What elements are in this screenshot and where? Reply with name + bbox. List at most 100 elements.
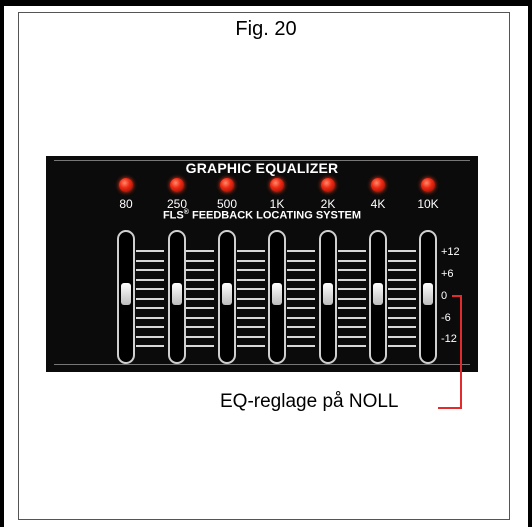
scale-label-plus6: +6 xyxy=(441,268,454,280)
tick-mark xyxy=(237,336,265,338)
slider-knob-80[interactable] xyxy=(121,283,131,305)
tick-mark xyxy=(186,326,214,328)
tick-mark xyxy=(186,345,214,347)
scale-label-plus12: +12 xyxy=(441,246,460,258)
tick-mark xyxy=(388,269,416,271)
tick-mark xyxy=(287,288,315,290)
tick-mark xyxy=(287,269,315,271)
tick-ladder xyxy=(388,250,416,350)
tick-mark xyxy=(237,260,265,262)
tick-mark xyxy=(338,326,366,328)
slider-knob-4k[interactable] xyxy=(373,283,383,305)
tick-mark xyxy=(136,317,164,319)
led-2k xyxy=(321,178,335,192)
equalizer-panel: GRAPHIC EQUALIZER 80 250 500 1K 2K 4K 10… xyxy=(46,156,478,372)
tick-mark xyxy=(388,326,416,328)
tick-mark xyxy=(186,288,214,290)
callout-text: EQ-reglage på NOLL xyxy=(220,391,399,413)
figure-title: Fig. 20 xyxy=(0,18,532,41)
tick-mark xyxy=(237,345,265,347)
tick-mark xyxy=(287,279,315,281)
tick-mark xyxy=(287,298,315,300)
tick-mark xyxy=(338,250,366,252)
tick-mark xyxy=(237,250,265,252)
tick-mark xyxy=(287,317,315,319)
tick-mark xyxy=(287,336,315,338)
tick-mark xyxy=(287,260,315,262)
scale-label-minus12: -12 xyxy=(441,333,457,345)
tick-mark xyxy=(237,326,265,328)
tick-mark xyxy=(136,298,164,300)
tick-mark xyxy=(338,269,366,271)
tick-mark xyxy=(388,336,416,338)
tick-mark xyxy=(186,307,214,309)
tick-ladder xyxy=(287,250,315,350)
slider-knob-2k[interactable] xyxy=(323,283,333,305)
tick-mark xyxy=(338,298,366,300)
tick-mark xyxy=(287,250,315,252)
tick-mark xyxy=(136,288,164,290)
tick-mark xyxy=(237,307,265,309)
tick-mark xyxy=(338,336,366,338)
led-250 xyxy=(170,178,184,192)
tick-mark xyxy=(136,307,164,309)
tick-mark xyxy=(237,288,265,290)
tick-mark xyxy=(338,260,366,262)
led-4k xyxy=(371,178,385,192)
fls-label: FLS® FEEDBACK LOCATING SYSTEM xyxy=(46,209,478,222)
fls-text: FEEDBACK LOCATING SYSTEM xyxy=(192,210,361,222)
tick-mark xyxy=(136,345,164,347)
tick-mark xyxy=(388,250,416,252)
tick-mark xyxy=(338,307,366,309)
slider-knob-500[interactable] xyxy=(222,283,232,305)
tick-mark xyxy=(136,279,164,281)
tick-mark xyxy=(287,345,315,347)
tick-mark xyxy=(388,298,416,300)
tick-mark xyxy=(186,279,214,281)
led-1k xyxy=(270,178,284,192)
tick-mark xyxy=(136,326,164,328)
tick-mark xyxy=(186,250,214,252)
tick-mark xyxy=(136,336,164,338)
tick-mark xyxy=(136,250,164,252)
tick-ladder xyxy=(136,250,164,350)
equalizer-title: GRAPHIC EQUALIZER xyxy=(46,160,478,176)
tick-mark xyxy=(338,288,366,290)
fls-prefix: FLS xyxy=(163,210,184,222)
registered-mark: ® xyxy=(184,209,189,216)
scale-label-zero: 0 xyxy=(441,290,447,302)
tick-mark xyxy=(186,269,214,271)
tick-mark xyxy=(186,260,214,262)
tick-mark xyxy=(237,317,265,319)
tick-ladder xyxy=(237,250,265,350)
tick-ladder xyxy=(338,250,366,350)
tick-mark xyxy=(388,279,416,281)
tick-mark xyxy=(136,269,164,271)
tick-mark xyxy=(186,317,214,319)
led-500 xyxy=(220,178,234,192)
led-80 xyxy=(119,178,133,192)
tick-mark xyxy=(338,279,366,281)
slider-knob-1k[interactable] xyxy=(272,283,282,305)
tick-mark xyxy=(388,260,416,262)
slider-knob-250[interactable] xyxy=(172,283,182,305)
tick-ladder xyxy=(186,250,214,350)
slider-knob-10k[interactable] xyxy=(423,283,433,305)
tick-mark xyxy=(186,336,214,338)
callout-line-vertical xyxy=(460,295,462,409)
tick-mark xyxy=(388,288,416,290)
scale-label-minus6: -6 xyxy=(441,312,451,324)
tick-mark xyxy=(338,345,366,347)
tick-mark xyxy=(186,298,214,300)
tick-mark xyxy=(237,269,265,271)
tick-mark xyxy=(136,260,164,262)
tick-mark xyxy=(287,326,315,328)
tick-mark xyxy=(237,279,265,281)
tick-mark xyxy=(237,298,265,300)
tick-mark xyxy=(388,317,416,319)
panel-bottom-line xyxy=(54,364,470,365)
tick-mark xyxy=(388,345,416,347)
callout-line-bottom xyxy=(438,407,462,409)
tick-mark xyxy=(338,317,366,319)
led-10k xyxy=(421,178,435,192)
